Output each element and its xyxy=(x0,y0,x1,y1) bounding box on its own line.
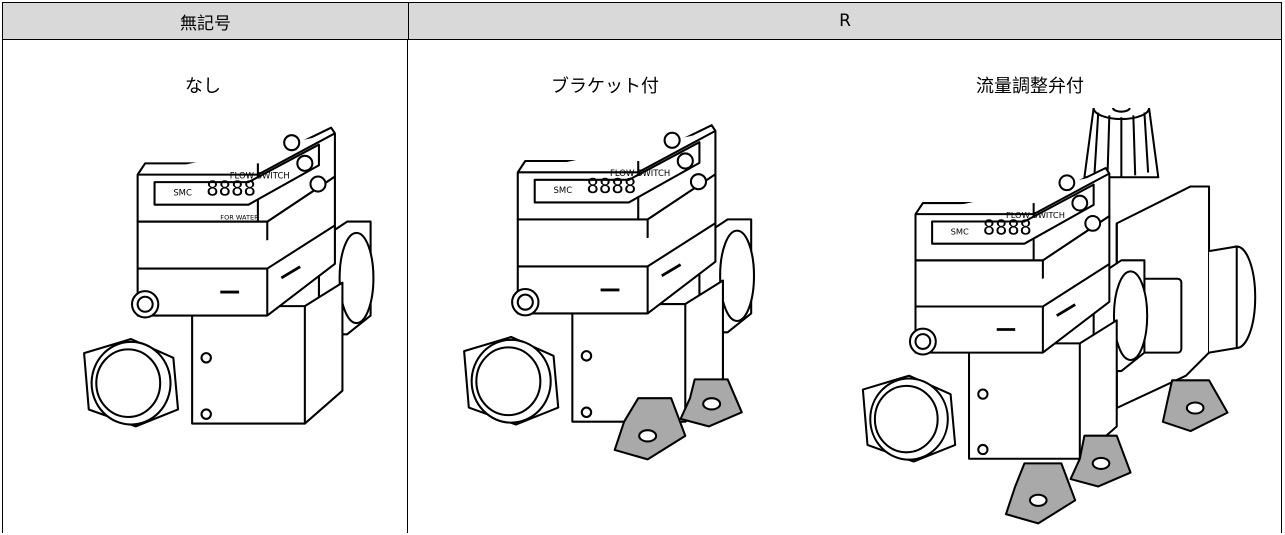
flow-switch-with-bracket-illustration: SMC 8888 FLOW SWITCH xyxy=(462,123,756,461)
lcd-brand: SMC xyxy=(173,187,192,197)
option-label-none: なし xyxy=(185,76,221,97)
header-cell-no-symbol: 無記号 xyxy=(3,2,408,40)
option-label-flow-valve: 流量調整弁付 xyxy=(976,76,1084,97)
svg-text:SMC: SMC xyxy=(554,185,573,195)
lcd-title: FLOW SWITCH xyxy=(230,170,290,180)
svg-text:SMC: SMC xyxy=(951,226,969,236)
column-divider xyxy=(407,40,408,533)
flow-switch-illustration: SMC 8888 FLOW SWITCH FOR WATER xyxy=(82,126,375,428)
flow-switch-with-valve-illustration: SMC 8888 FLOW SWITCH xyxy=(861,108,1257,525)
bracket-icon xyxy=(613,378,743,461)
side-badge: FOR WATER xyxy=(220,214,259,222)
svg-text:8888: 8888 xyxy=(586,174,636,198)
svg-text:FLOW SWITCH: FLOW SWITCH xyxy=(1006,210,1065,220)
bracket-icon xyxy=(1004,379,1229,525)
option-label-bracket: ブラケット付 xyxy=(551,76,659,97)
svg-text:8888: 8888 xyxy=(983,215,1032,239)
svg-text:FLOW SWITCH: FLOW SWITCH xyxy=(610,168,670,178)
header-cell-r: R xyxy=(408,2,1281,40)
lcd-digits: 8888 xyxy=(206,176,256,200)
